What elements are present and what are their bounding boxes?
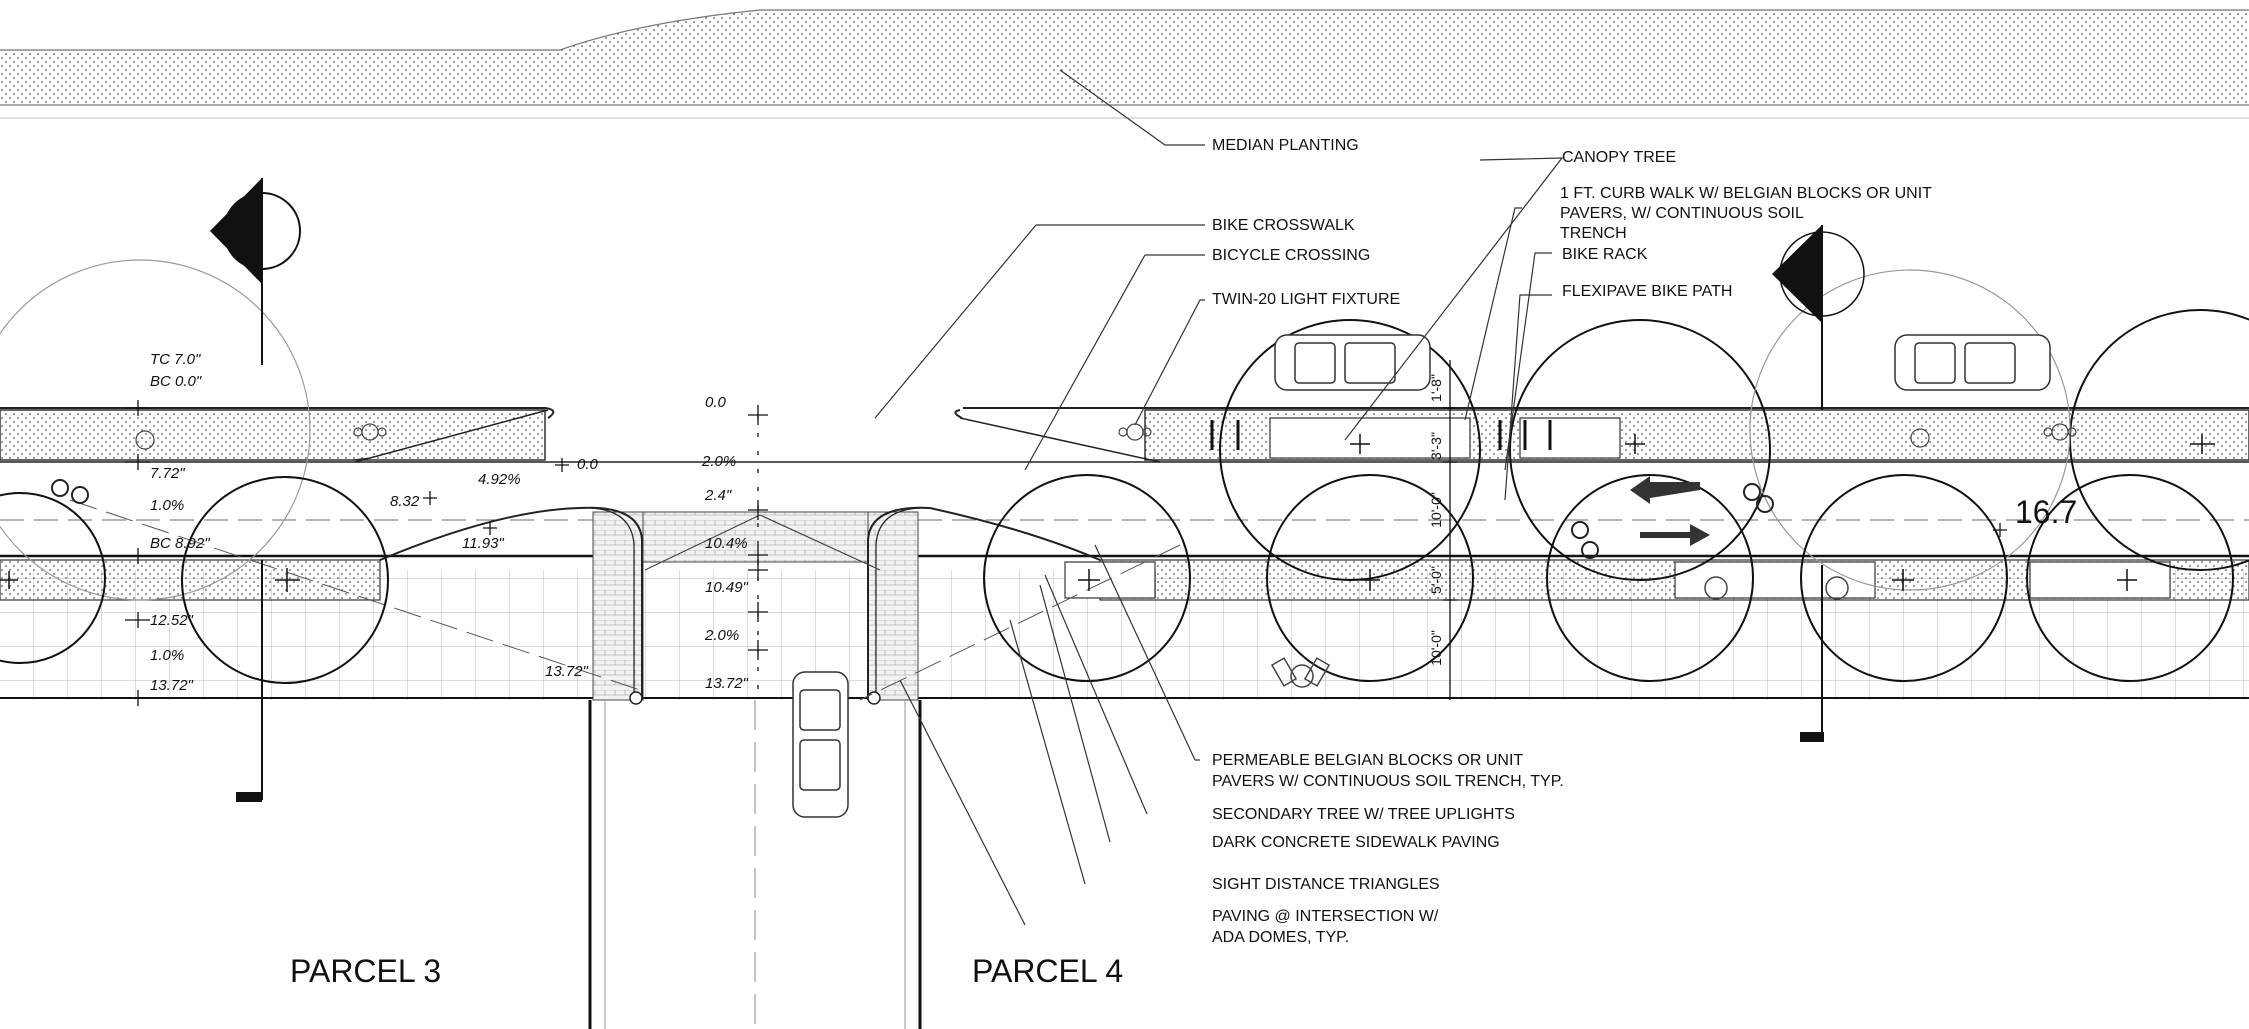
callout-curb-walk-line1: 1 FT. CURB WALK W/ BELGIAN BLOCKS OR UNI…	[1560, 185, 1932, 202]
light-fixtures	[135, 423, 2077, 450]
grade-1-0b: 1.0%	[150, 647, 184, 664]
bike-rack-icon	[1210, 420, 1552, 450]
callout-canopy-tree: CANOPY TREE	[1562, 149, 1676, 166]
bike-lane-arrows	[1630, 476, 1710, 546]
grade-2-0a: 2.0%	[701, 453, 736, 470]
grade-12-52: 12.52"	[150, 612, 194, 629]
callout-permeable-line1: PERMEABLE BELGIAN BLOCKS OR UNIT	[1212, 752, 1523, 769]
grade-10-49: 10.49"	[705, 579, 749, 596]
grade-bc-8-92: BC 8.92"	[150, 535, 210, 552]
grade-13-72a: 13.72"	[150, 677, 194, 694]
planting-strip-left	[0, 409, 546, 461]
callout-secondary-tree: SECONDARY TREE W/ TREE UPLIGHTS	[1212, 806, 1515, 823]
curb-walk-block	[1269, 417, 1471, 459]
grade-tc: TC 7.0"	[150, 351, 201, 368]
grade-11-93: 11.93"	[462, 535, 504, 552]
callout-paving-line1: PAVING @ INTERSECTION W/	[1212, 908, 1439, 925]
callout-flexipave: FLEXIPAVE BIKE PATH	[1562, 283, 1732, 300]
grade-bc-0: BC 0.0"	[150, 373, 202, 390]
grade-2-4: 2.4"	[704, 487, 732, 504]
grade-4-92: 4.92%	[478, 471, 521, 488]
leader-lines	[874, 69, 1564, 926]
grade-0-0b: 0.0	[705, 394, 727, 411]
grade-8-32: 8.32	[390, 493, 420, 510]
car-icons	[792, 334, 2051, 818]
callout-median-planting: MEDIAN PLANTING	[1212, 137, 1359, 154]
grade-2-0b: 2.0%	[704, 627, 739, 644]
callout-permeable-line2: PAVERS W/ CONTINUOUS SOIL TRENCH, TYP.	[1212, 773, 1564, 790]
dim-10-0b: 10'-0"	[1428, 630, 1444, 666]
callout-twin-light: TWIN-20 LIGHT FIXTURE	[1212, 291, 1400, 308]
canopy-tree-icon	[1509, 319, 1771, 581]
callout-bike-crosswalk: BIKE CROSSWALK	[1212, 217, 1355, 234]
crosswalk-paving-left	[592, 511, 644, 701]
grade-13-72b: 13.72"	[545, 663, 589, 680]
dim-1-8: 1'-8"	[1428, 374, 1444, 402]
canopy-tree-outline-icon	[1749, 269, 2071, 591]
grade-1-0a: 1.0%	[150, 497, 184, 514]
callout-sight-distance: SIGHT DISTANCE TRIANGLES	[1212, 876, 1440, 893]
parcel-4-label: PARCEL 4	[972, 953, 1123, 989]
grade-7-72: 7.72"	[150, 465, 185, 482]
dim-3-3: 3'-3"	[1428, 432, 1444, 460]
section-marker-b: B	[1772, 225, 1865, 742]
spot-elevation: 16.7	[2015, 494, 2077, 530]
section-a-label: A	[239, 227, 255, 237]
callout-bike-rack: BIKE RACK	[1562, 246, 1648, 263]
parcel-3-label: PARCEL 3	[290, 953, 441, 989]
dim-10-0a: 10'-0"	[1428, 492, 1444, 528]
secondary-trees	[0, 474, 2234, 684]
callout-curb-walk-line3: TRENCH	[1560, 225, 1627, 242]
callout-bicycle-crossing: BICYCLE CROSSING	[1212, 247, 1370, 264]
section-marker-a: A	[210, 178, 301, 802]
grade-10-4: 10.4%	[705, 535, 748, 552]
callout-curb-walk-line2: PAVERS, W/ CONTINUOUS SOIL	[1560, 205, 1804, 222]
tree-markers	[0, 434, 2215, 592]
callout-paving-line2: ADA DOMES, TYP.	[1212, 929, 1349, 946]
callout-dark-concrete: DARK CONCRETE SIDEWALK PAVING	[1212, 834, 1500, 851]
dim-5-0: 5'-0"	[1428, 566, 1444, 594]
median-planting-area	[0, 10, 2249, 105]
canopy-tree-outline-icon	[0, 259, 311, 601]
canopy-tree-icon	[1219, 319, 1481, 581]
bicycle-icon	[51, 479, 1774, 559]
grade-13-72c: 13.72"	[705, 675, 749, 692]
svg-text:B: B	[1804, 269, 1820, 278]
grade-0-0a: 0.0	[577, 456, 599, 473]
